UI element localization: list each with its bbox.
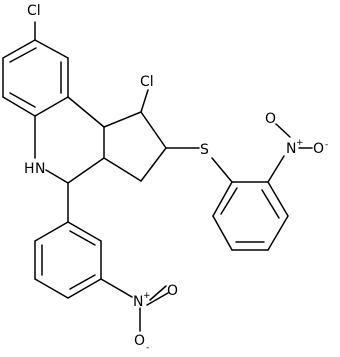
nitro-group-bottom <box>139 285 169 332</box>
chlorine-label-ring: Cl <box>140 74 154 90</box>
cyclopentane-ring <box>103 89 167 182</box>
nitro-top-oxygen-double: O <box>265 111 276 127</box>
right-phenyl-ring <box>212 155 289 251</box>
nitro-bottom-minus-charge: - <box>146 343 149 353</box>
benzo-ring <box>2 21 69 117</box>
bottom-phenyl-ring <box>34 182 133 299</box>
nitro-bottom-oxygen-double: O <box>167 283 178 299</box>
hydrogen-label-nh: H <box>24 161 35 177</box>
nitro-top-nitrogen: N <box>286 141 296 157</box>
nitrogen-label-nh: N <box>35 161 45 177</box>
nitro-top-oxygen-single: O <box>313 141 324 157</box>
piperidine-ring <box>34 96 105 184</box>
chlorine-label-top: Cl <box>27 3 41 19</box>
thioether-bonds <box>165 147 233 183</box>
nitro-bottom-oxygen-single: O <box>134 333 145 349</box>
nitro-bottom-plus-charge: + <box>143 291 151 301</box>
nitro-bottom-nitrogen: N <box>133 294 143 310</box>
nitro-group-top <box>275 123 313 149</box>
nitro-top-minus-charge: - <box>325 140 328 150</box>
sulfur-label: S <box>200 142 209 158</box>
nitro-top-plus-charge: + <box>296 138 304 148</box>
